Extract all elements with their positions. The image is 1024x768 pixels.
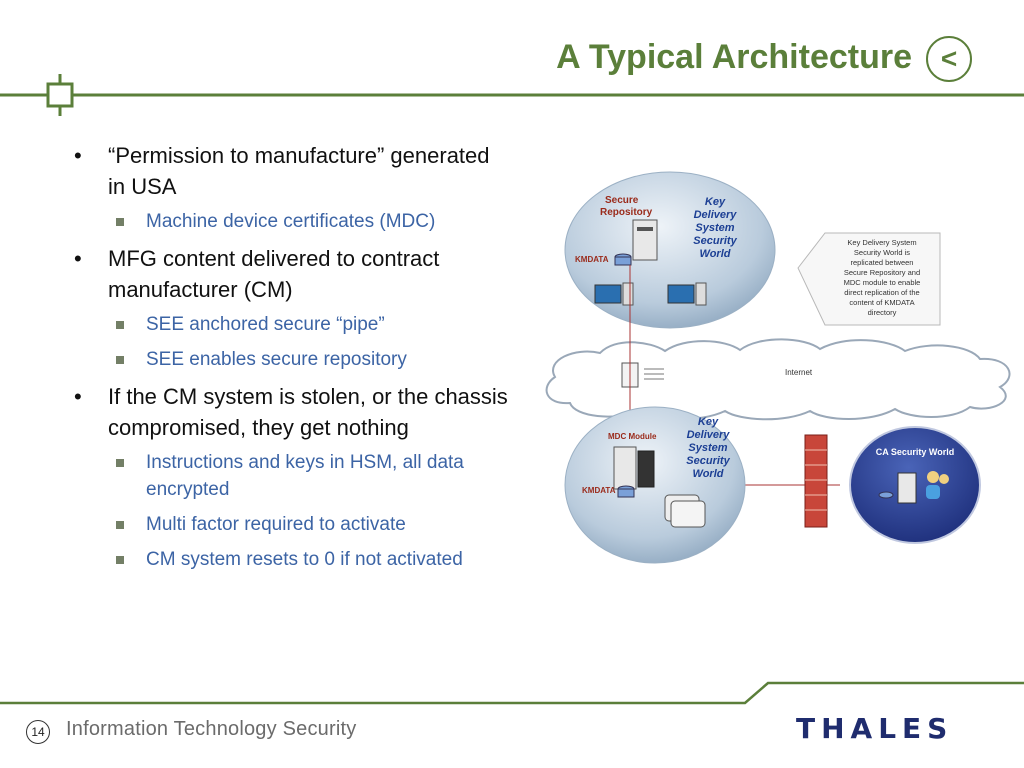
sub-bullet-text: Multi factor required to activate xyxy=(146,514,406,535)
kmdata-label-top: KMDATA xyxy=(575,255,609,264)
world-label-line: Security xyxy=(693,235,737,247)
callout-line: content of KMDATA xyxy=(849,298,914,307)
sub-bullet-item: Instructions and keys in HSM, all data e… xyxy=(70,449,510,503)
world-label-line: World xyxy=(700,248,731,260)
bullet-item: •If the CM system is stolen, or the chas… xyxy=(74,384,508,440)
architecture-diagram: Secure Repository KMDATA Key Delivery Sy… xyxy=(545,171,1011,564)
thales-logo: THALES xyxy=(796,712,954,745)
sub-bullet-text: CM system resets to 0 if not activated xyxy=(146,549,463,570)
sub-bullet-item: SEE enables secure repository xyxy=(70,346,510,373)
sub-bullet-item: Machine device certificates (MDC) xyxy=(70,208,510,235)
server-icon xyxy=(632,219,658,261)
secure-repository-label: Secure xyxy=(605,195,639,206)
sub-bullet-text: Instructions and keys in HSM, all data e… xyxy=(146,452,464,500)
sub-bullet-text: SEE enables secure repository xyxy=(146,349,407,370)
header-square-icon xyxy=(46,82,74,108)
footer-rule xyxy=(0,681,1024,705)
bullet-list: •“Permission to manufacture” generated i… xyxy=(70,140,510,581)
firewall-icon xyxy=(804,434,828,528)
internet-label: Internet xyxy=(785,368,813,377)
ca-server-icon xyxy=(878,472,917,504)
callout-line: direct replication of the xyxy=(844,288,919,297)
secure-repository-label-2: Repository xyxy=(600,207,653,218)
callout-line: Secure Repository and xyxy=(844,268,920,277)
world-label-line: World xyxy=(693,468,724,480)
database-icon xyxy=(617,485,635,498)
workstation-icon xyxy=(667,282,707,306)
world-label-line: Delivery xyxy=(687,429,731,441)
sub-bullet-item: Multi factor required to activate xyxy=(70,511,510,538)
bullet-text: If the CM system is stolen, or the chass… xyxy=(108,384,508,440)
slide-title: A Typical Architecture xyxy=(556,38,912,76)
world-label-line: Delivery xyxy=(694,209,738,221)
callout-line: Security World is xyxy=(854,248,910,257)
world-label-line: Key xyxy=(698,416,719,428)
certificate-scroll-icon xyxy=(664,494,706,528)
page-number: 14 xyxy=(26,720,50,744)
bullet-item: •“Permission to manufacture” generated i… xyxy=(74,143,490,199)
world-label-line: System xyxy=(688,442,727,454)
mdc-server-icon xyxy=(613,446,655,490)
callout-line: directory xyxy=(868,308,897,317)
ca-security-world-label: CA Security World xyxy=(876,447,955,457)
bullet-text: MFG content delivered to contract manufa… xyxy=(108,246,440,302)
internet-cloud xyxy=(545,338,1011,421)
sub-bullet-item: CM system resets to 0 if not activated xyxy=(70,546,510,573)
bullet-text: “Permission to manufacture” generated in… xyxy=(108,143,490,199)
header-rule xyxy=(0,74,1024,116)
bullet-item: •MFG content delivered to contract manuf… xyxy=(74,246,440,302)
world-label-line: Key xyxy=(705,196,726,208)
database-icon xyxy=(614,253,632,266)
sub-bullet-item: SEE anchored secure “pipe” xyxy=(70,311,510,338)
mdc-module-label: MDC Module xyxy=(608,432,657,441)
world-label-line: Security xyxy=(686,455,730,467)
back-nav-button[interactable]: < xyxy=(926,36,972,82)
workstation-icon xyxy=(594,282,634,306)
footer-text: Information Technology Security xyxy=(66,718,357,740)
callout-line: MDC module to enable xyxy=(844,278,921,287)
world-label-line: System xyxy=(695,222,734,234)
sub-bullet-text: Machine device certificates (MDC) xyxy=(146,211,436,232)
callout-box xyxy=(797,232,941,326)
kmdata-label-bottom: KMDATA xyxy=(582,486,616,495)
users-icon xyxy=(926,471,949,499)
callout-line: replicated between xyxy=(851,258,914,267)
sub-bullet-text: SEE anchored secure “pipe” xyxy=(146,314,385,335)
top-security-world-globe xyxy=(564,171,776,329)
callout-line: Key Delivery System xyxy=(847,238,916,247)
